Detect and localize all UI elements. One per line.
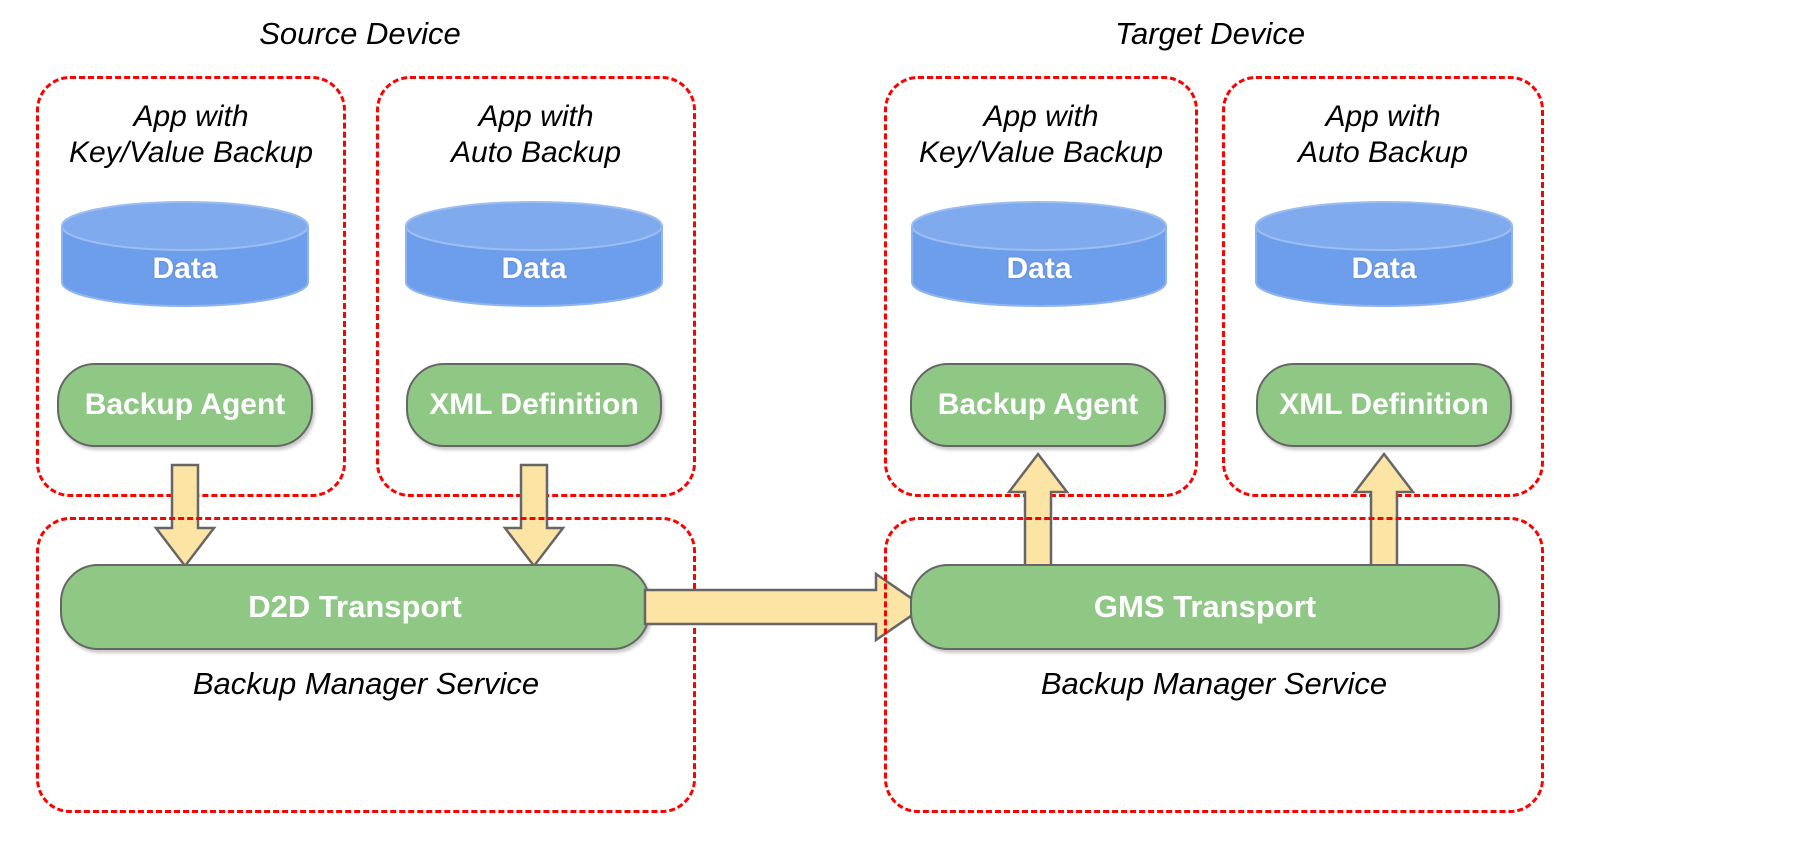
component-xml-definition-target[interactable]: XML Definition <box>1256 363 1512 447</box>
app-caption-target-auto-line1: App with <box>1325 100 1441 133</box>
app-caption-target-kv-line2: Key/Value Backup <box>918 136 1164 169</box>
app-caption-source-auto-line2: Auto Backup <box>450 136 622 169</box>
component-backup-agent-target[interactable]: Backup Agent <box>910 363 1166 447</box>
component-backup-agent-source[interactable]: Backup Agent <box>57 363 313 447</box>
app-caption-target-auto-line2: Auto Backup <box>1297 136 1469 169</box>
app-container-target-kv: App with Key/Value Backup <box>884 76 1198 497</box>
data-cylinder-label-target-kv: Data <box>1006 252 1072 285</box>
arrow-source-auto-down <box>502 463 566 569</box>
app-container-target-auto: App with Auto Backup <box>1222 76 1544 497</box>
transport-gms[interactable]: GMS Transport <box>910 564 1500 650</box>
app-caption-source-auto-line1: App with <box>478 100 594 133</box>
service-container-target-bms: Backup Manager Service <box>884 517 1544 813</box>
app-caption-source-kv-line2: Key/Value Backup <box>68 136 314 169</box>
app-caption-source-kv-line1: App with <box>133 100 249 133</box>
data-cylinder-target-auto: Data <box>1254 200 1514 308</box>
service-container-source-bms: Backup Manager Service <box>36 517 696 813</box>
transport-d2d[interactable]: D2D Transport <box>60 564 650 650</box>
device-title-target: Target Device <box>1114 16 1306 51</box>
data-cylinder-source-auto: Data <box>404 200 664 308</box>
service-caption-target: Backup Manager Service <box>1040 666 1388 701</box>
data-cylinder-source-kv: Data <box>60 200 310 308</box>
app-caption-target-kv-line1: App with <box>983 100 1099 133</box>
data-cylinder-target-kv: Data <box>910 200 1168 308</box>
component-xml-definition-source[interactable]: XML Definition <box>406 363 662 447</box>
arrow-source-kv-down <box>153 463 217 569</box>
arrow-transport-link <box>643 571 927 643</box>
data-cylinder-label-target-auto: Data <box>1351 252 1417 285</box>
service-caption-source: Backup Manager Service <box>192 666 540 701</box>
data-cylinder-label-source-kv: Data <box>152 252 218 285</box>
device-title-source: Source Device <box>259 16 461 51</box>
data-cylinder-label-source-auto: Data <box>501 252 567 285</box>
